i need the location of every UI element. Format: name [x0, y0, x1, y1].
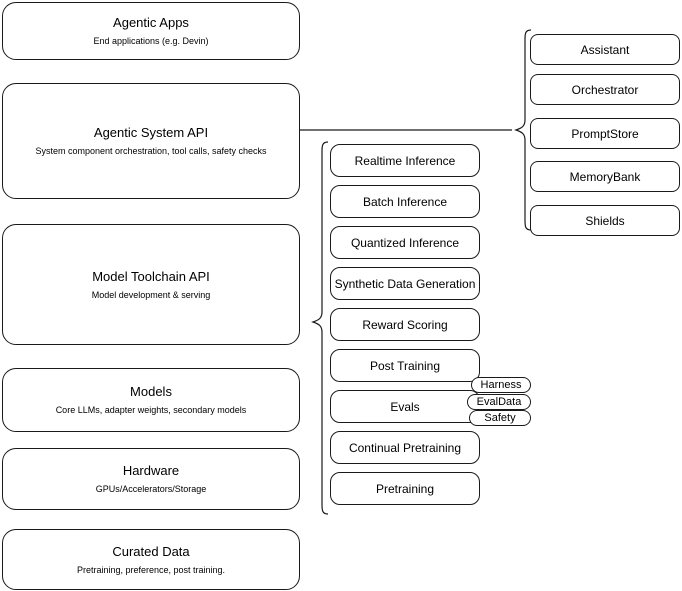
- capability-box-reward-scoring[interactable]: Reward Scoring: [330, 308, 480, 341]
- layer-box-model-toolchain-api[interactable]: Model Toolchain API Model development & …: [2, 224, 300, 345]
- capability-box-quantized-inference[interactable]: Quantized Inference: [330, 226, 480, 259]
- capability-label: Synthetic Data Generation: [334, 276, 476, 291]
- capability-box-synthetic-data-generation[interactable]: Synthetic Data Generation: [330, 267, 480, 300]
- component-box-shields[interactable]: Shields: [530, 205, 680, 236]
- capability-box-continual-pretraining[interactable]: Continual Pretraining: [330, 431, 480, 464]
- layer-subtitle: End applications (e.g. Devin): [93, 36, 209, 46]
- capability-label: Post Training: [369, 358, 441, 373]
- layer-title: Hardware: [122, 463, 180, 478]
- component-label: MemoryBank: [569, 169, 641, 184]
- layer-subtitle: Model development & serving: [91, 289, 211, 300]
- layer-title: Agentic Apps: [113, 15, 189, 30]
- layer-box-agentic-system-api[interactable]: Agentic System API System component orch…: [2, 83, 300, 199]
- capability-label: Continual Pretraining: [348, 440, 462, 455]
- eval-pill-label: EvalData: [476, 396, 522, 408]
- capability-box-evals[interactable]: Evals: [330, 390, 480, 423]
- capability-box-post-training[interactable]: Post Training: [330, 349, 480, 382]
- component-label: Orchestrator: [571, 82, 639, 97]
- eval-pill-safety[interactable]: Safety: [469, 410, 531, 426]
- layer-box-models[interactable]: Models Core LLMs, adapter weights, secon…: [2, 368, 300, 432]
- component-box-memorybank[interactable]: MemoryBank: [530, 161, 680, 192]
- capability-label: Evals: [390, 399, 420, 414]
- eval-pill-label: Safety: [484, 412, 516, 424]
- layer-subtitle: Pretraining, preference, post training.: [76, 564, 226, 575]
- component-label: Shields: [585, 213, 625, 228]
- component-box-promptstore[interactable]: PromptStore: [530, 118, 680, 149]
- component-box-assistant[interactable]: Assistant: [530, 34, 680, 65]
- component-label: PromptStore: [571, 126, 639, 141]
- capability-label: Realtime Inference: [354, 153, 456, 168]
- eval-pill-label: Harness: [480, 379, 522, 391]
- layer-subtitle: System component orchestration, tool cal…: [35, 146, 267, 156]
- layer-title: Model Toolchain API: [92, 268, 210, 284]
- component-label: Assistant: [580, 42, 630, 57]
- capability-label: Reward Scoring: [362, 317, 448, 332]
- connector-system-api-to-components: [300, 110, 525, 150]
- brace-toolchain-capabilities: [302, 140, 330, 518]
- eval-pill-harness[interactable]: Harness: [471, 377, 531, 393]
- layer-title: Agentic System API: [93, 125, 209, 140]
- brace-system-components: [512, 28, 534, 232]
- component-box-orchestrator[interactable]: Orchestrator: [530, 74, 680, 105]
- layer-box-agentic-apps[interactable]: Agentic Apps End applications (e.g. Devi…: [2, 2, 300, 60]
- layer-subtitle: Core LLMs, adapter weights, secondary mo…: [55, 405, 247, 415]
- layer-title: Curated Data: [112, 543, 190, 559]
- eval-pill-evaldata[interactable]: EvalData: [467, 394, 531, 410]
- capability-label: Pretraining: [375, 481, 435, 496]
- layer-title: Models: [130, 384, 172, 399]
- capability-label: Batch Inference: [362, 194, 448, 209]
- capability-label: Quantized Inference: [350, 235, 460, 250]
- layer-subtitle: GPUs/Accelerators/Storage: [95, 484, 207, 494]
- layer-box-curated-data[interactable]: Curated Data Pretraining, preference, po…: [2, 529, 300, 590]
- capability-box-pretraining[interactable]: Pretraining: [330, 472, 480, 505]
- layer-box-hardware[interactable]: Hardware GPUs/Accelerators/Storage: [2, 448, 300, 510]
- capability-box-realtime-inference[interactable]: Realtime Inference: [330, 144, 480, 177]
- capability-box-batch-inference[interactable]: Batch Inference: [330, 185, 480, 218]
